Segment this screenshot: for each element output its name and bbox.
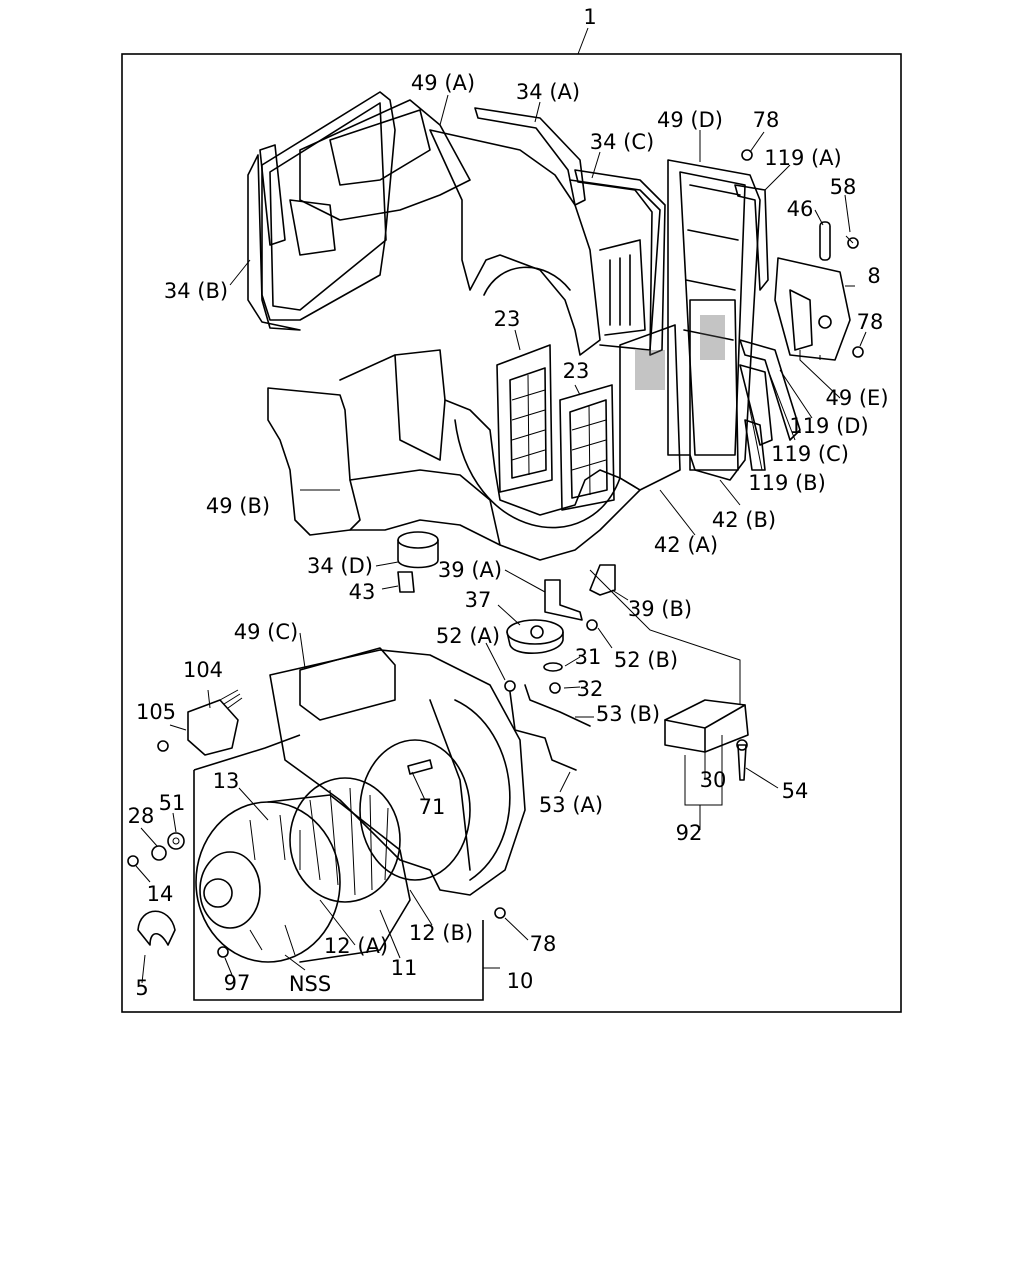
callout-30: 30	[700, 768, 727, 792]
screw-32	[549, 682, 561, 694]
fan-motor-nss	[195, 794, 411, 963]
callout-23-front: 23	[494, 307, 521, 331]
gasket-119a	[734, 184, 769, 291]
callout-8: 8	[867, 264, 880, 288]
bracket-8	[774, 257, 851, 361]
callout-12b: 12 (B)	[409, 921, 473, 945]
callout-119b: 119 (B)	[748, 471, 826, 495]
callout-14: 14	[147, 882, 174, 906]
callout-105: 105	[136, 700, 176, 724]
callout-13: 13	[213, 769, 240, 793]
resistor-104	[187, 689, 243, 756]
gasket-34c	[574, 169, 666, 356]
callout-28: 28	[128, 804, 155, 828]
callout-39b: 39 (B)	[628, 597, 692, 621]
clip-43	[397, 571, 415, 593]
actuator-92	[664, 699, 749, 753]
callout-39a: 39 (A)	[438, 558, 502, 582]
bracket-92	[684, 735, 723, 806]
pin-52a	[504, 680, 516, 692]
callout-37: 37	[465, 588, 492, 612]
lever-39b	[589, 564, 616, 596]
screw-78-right	[852, 346, 864, 358]
callout-58: 58	[830, 175, 857, 199]
washer-31	[543, 662, 563, 672]
screw-78-top	[741, 149, 753, 161]
nut-14	[127, 855, 139, 867]
callout-78-top: 78	[753, 108, 780, 132]
callout-119c: 119 (C)	[771, 442, 849, 466]
leader-lines	[135, 94, 867, 984]
callout-10: 10	[507, 969, 534, 993]
callout-34b: 34 (B)	[164, 279, 228, 303]
bolt-71	[407, 759, 433, 775]
fan-wheel-11	[289, 777, 401, 903]
callout-104: 104	[183, 658, 223, 682]
filter-23-front	[496, 344, 553, 493]
callout-49c: 49 (C)	[234, 620, 298, 644]
callout-32: 32	[577, 677, 604, 701]
callout-97: 97	[224, 971, 251, 995]
upper-case-body-49a	[259, 99, 661, 356]
bracket-10-frame	[193, 770, 484, 1001]
callout-52a: 52 (A)	[436, 624, 500, 648]
gasket-34a	[474, 107, 586, 206]
callout-49e: 49 (E)	[825, 386, 888, 410]
filter-frame-42	[619, 299, 739, 491]
hose-5	[137, 910, 176, 946]
lever-39a	[544, 579, 583, 621]
washer-51	[167, 832, 185, 850]
gaskets-119bcd	[739, 339, 801, 471]
rod-53a	[509, 691, 577, 771]
callout-53b: 53 (B)	[596, 702, 660, 726]
callout-1: 1	[583, 5, 596, 29]
screw-78-bottom	[494, 907, 506, 919]
callout-78-right: 78	[857, 310, 884, 334]
callout-49a: 49 (A)	[411, 71, 475, 95]
callout-42a: 42 (A)	[654, 533, 718, 557]
callout-31: 31	[575, 645, 602, 669]
callout-51: 51	[159, 791, 186, 815]
callout-49d: 49 (D)	[657, 108, 723, 132]
screw-58	[845, 235, 859, 249]
callout-119a: 119 (A)	[764, 146, 842, 170]
lower-case-49b	[267, 349, 641, 561]
callout-labels: 1 49 (A) 34 (A) 49 (D) 78 34 (C) 119 (A)…	[128, 5, 889, 1000]
actuator-link-37	[506, 619, 564, 655]
callout-78-bottom: 78	[530, 932, 557, 956]
screw-105	[157, 740, 169, 752]
callout-23-rear: 23	[563, 359, 590, 383]
leader-1	[577, 27, 589, 55]
upper-case-gasket-34b	[247, 91, 396, 331]
screw-97	[217, 946, 229, 958]
callout-71: 71	[419, 795, 446, 819]
callout-119d: 119 (D)	[789, 414, 868, 438]
clip-46	[819, 221, 831, 261]
callout-53a: 53 (A)	[539, 793, 603, 817]
callout-nss: NSS	[289, 972, 331, 996]
callout-54: 54	[782, 779, 809, 803]
callout-52b: 52 (B)	[614, 648, 678, 672]
rod-53b	[524, 684, 591, 727]
diagram-frame	[121, 53, 902, 1013]
callout-42b: 42 (B)	[712, 508, 776, 532]
pin-52b	[586, 619, 598, 631]
gasket-34d	[397, 531, 439, 569]
callout-12a: 12 (A)	[324, 934, 388, 958]
callout-49b: 49 (B)	[206, 494, 270, 518]
callout-34a: 34 (A)	[516, 80, 580, 104]
callout-92: 92	[676, 821, 703, 845]
washer-28	[151, 845, 167, 861]
callout-46: 46	[787, 197, 814, 221]
callout-5: 5	[135, 976, 148, 1000]
bracket-10-top	[193, 734, 301, 771]
callout-11: 11	[391, 956, 418, 980]
filter-23-rear	[559, 384, 615, 511]
callout-43: 43	[349, 580, 376, 604]
callout-34d: 34 (D)	[307, 554, 373, 578]
screw-54	[736, 739, 748, 781]
callout-34c: 34 (C)	[590, 130, 654, 154]
